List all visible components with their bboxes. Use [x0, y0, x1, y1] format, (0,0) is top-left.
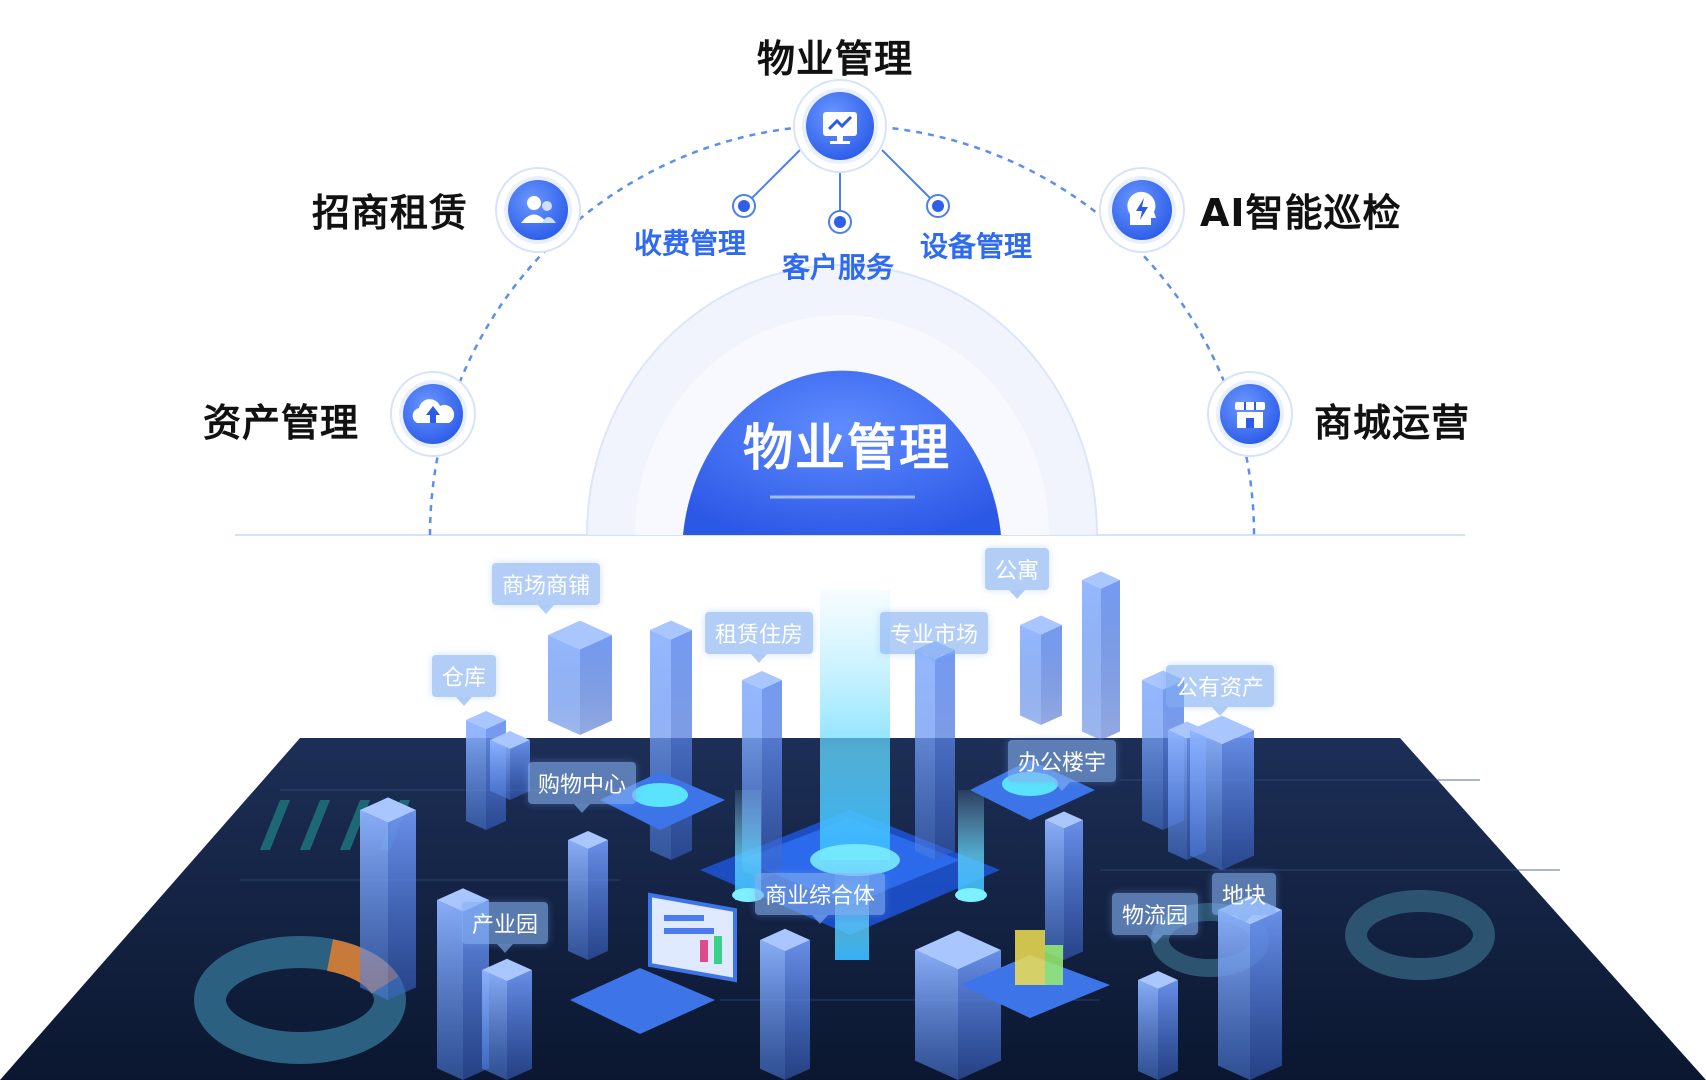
city-tag-office-building: 办公楼宇: [1008, 740, 1117, 791]
monitor-chart-icon: [793, 79, 887, 173]
sub-item-label-1: 收费管理: [634, 227, 747, 260]
building-12: [482, 958, 532, 1080]
city-tag-warehouse: 仓库: [432, 655, 497, 706]
building-19: [1138, 971, 1178, 1080]
building-14: [760, 928, 810, 1080]
city-tag-shopping-center: 购物中心: [528, 762, 637, 813]
building-13: [568, 831, 608, 960]
building-1: [548, 620, 612, 735]
sub-dots: [732, 194, 950, 234]
screen-board-icon: [648, 892, 737, 983]
city-tag-apartment: 公寓: [985, 548, 1050, 599]
building-9: [490, 731, 530, 800]
city-tag-rental-housing: 租赁住房: [705, 612, 814, 663]
center-semicircle: [683, 370, 1001, 535]
city-tag-industrial-park: 产业园: [462, 902, 549, 953]
city-tag-mall-shops: 商场商铺: [492, 563, 601, 614]
sub-item-label-2: 客户服务: [782, 251, 895, 284]
left-node-title-2: 资产管理: [203, 401, 360, 445]
city-tag-complex: 商业综合体: [755, 873, 886, 924]
city-tag-logistics-park: 物流园: [1112, 893, 1199, 944]
small-platform-yellow: [960, 930, 1110, 1018]
light-beams: [732, 590, 987, 960]
buildings-group: [360, 571, 1282, 1080]
sub-item-label-3: 设备管理: [920, 230, 1033, 263]
ai-brain-icon: [1099, 167, 1185, 253]
building-4: [915, 641, 955, 860]
building-15: [915, 930, 1001, 1080]
top-node-title: 物业管理: [757, 37, 914, 81]
city-tag-public-assets: 公有资产: [1166, 665, 1275, 716]
building-20: [1190, 715, 1254, 870]
ground-donut-right: [1345, 890, 1495, 980]
center-title: 物业管理: [743, 419, 951, 477]
users-icon: [495, 167, 581, 253]
city-tag-pro-market: 专业市场: [880, 612, 989, 663]
building-16: [1045, 811, 1083, 960]
center-rings: [586, 264, 1098, 536]
small-platform-desk: [570, 968, 715, 1034]
left-node-title-1: 招商租赁: [312, 191, 469, 235]
right-node-title-2: 商城运营: [1314, 401, 1471, 445]
shop-icon: [1207, 371, 1293, 457]
building-10: [360, 797, 416, 1000]
cloud-upload-icon: [390, 371, 476, 457]
right-node-title-1: AI智能巡检: [1200, 191, 1402, 235]
city-tag-land-plot: 地块: [1212, 873, 1277, 924]
building-6: [1082, 571, 1120, 740]
building-5: [1020, 615, 1062, 725]
